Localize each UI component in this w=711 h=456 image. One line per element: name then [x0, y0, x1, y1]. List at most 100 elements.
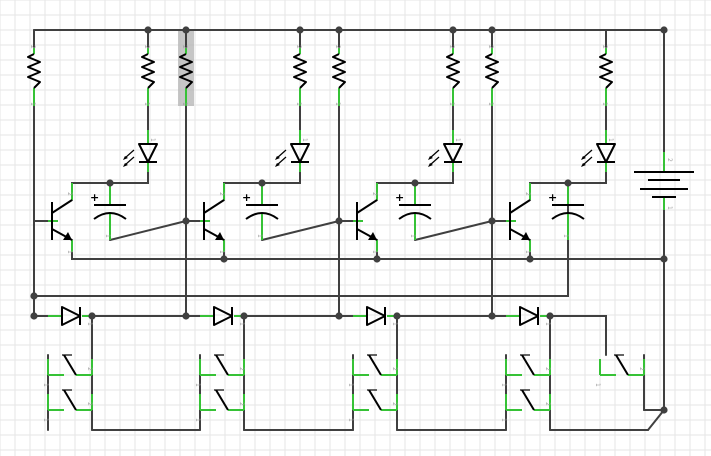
pin-label-1: 1	[347, 418, 354, 422]
junction-dot	[660, 255, 668, 263]
button-actuator	[215, 354, 229, 376]
capacitor-curved-plate	[245, 212, 279, 220]
resistor-zigzag	[27, 53, 41, 89]
led-ray	[429, 156, 440, 166]
led-ray-head	[123, 156, 128, 160]
wire[interactable]	[71, 239, 665, 260]
stage-3-led[interactable]: 1	[428, 130, 463, 172]
stage-4-button-a[interactable]: 12	[500, 354, 551, 387]
pin-label-1: 1	[143, 102, 150, 106]
junction-dot	[335, 217, 343, 225]
stage-4-transistor[interactable]: 21	[506, 183, 531, 254]
stage-4-led-resistor[interactable]: 21	[599, 45, 613, 106]
led-ray	[276, 156, 287, 166]
stage-1-led[interactable]: 1	[123, 130, 158, 172]
stage-4-base-resistor[interactable]: 21	[485, 45, 499, 106]
junction-dot	[488, 312, 496, 320]
stage-3-led-resistor[interactable]: 21	[446, 45, 460, 106]
stage-3-button-b[interactable]: 12	[347, 389, 398, 422]
stage-4-button-b[interactable]: 12	[500, 389, 551, 422]
resistor-zigzag	[141, 53, 155, 89]
wire[interactable]	[549, 315, 607, 356]
pin-label-1: 1	[607, 138, 614, 142]
stage-1-base-resistor[interactable]: 21	[27, 45, 41, 106]
pin-label: 2	[218, 192, 225, 196]
junction-dot	[296, 26, 304, 34]
pin-label-2: 2	[29, 45, 36, 49]
button-actuator	[368, 354, 382, 376]
pin-label-1: 1	[500, 418, 507, 422]
button-actuator	[215, 389, 229, 411]
junction-dot	[526, 255, 534, 263]
button-actuator	[368, 389, 382, 411]
led-ray-head	[428, 163, 433, 167]
stage-2-led[interactable]: 1	[275, 130, 310, 172]
led-triangle	[596, 143, 616, 163]
stage-1-button-b[interactable]: 12	[42, 389, 93, 422]
transistor-arrow	[63, 232, 72, 240]
stage-2-capacitor[interactable]: +1	[242, 183, 279, 240]
pin-label-2: 2	[391, 402, 398, 406]
resistor-zigzag	[485, 53, 499, 89]
junction-dot	[220, 255, 228, 263]
led-triangle	[138, 143, 158, 163]
junction-dot	[30, 292, 38, 300]
pin-label: 1	[218, 250, 225, 254]
junction-dot	[258, 179, 266, 187]
wire[interactable]	[261, 220, 340, 241]
junction-dot	[564, 179, 572, 187]
capacitor-polarity: +	[395, 191, 404, 204]
stage-3-capacitor[interactable]: +1	[395, 183, 432, 240]
capacitor-polarity: +	[90, 191, 99, 204]
battery-icon[interactable]: 21	[634, 152, 694, 210]
stage-3-transistor[interactable]: 21	[353, 183, 378, 254]
pin-label-1: 1	[194, 418, 201, 422]
pin-label-2: 2	[638, 367, 645, 371]
pin-label-2: 2	[238, 367, 245, 371]
stage-2-button-b[interactable]: 12	[194, 389, 245, 422]
stage-2-diode[interactable]: 1	[200, 306, 245, 326]
junction-dot	[660, 26, 668, 34]
pin-label-1: 1	[544, 322, 551, 326]
pin-label-1: 1	[454, 138, 461, 142]
resistor-zigzag	[293, 53, 307, 89]
pin-label-2: 2	[86, 367, 93, 371]
led-ray-head	[428, 156, 433, 160]
resistor-zigzag	[332, 53, 346, 89]
led-ray	[276, 149, 287, 159]
stage-1-led-resistor[interactable]: 21	[141, 45, 155, 106]
stage-1-button-a[interactable]: 12	[42, 354, 93, 387]
stage-2-base-resistor[interactable]: 21	[179, 45, 193, 106]
stage-2-led-resistor[interactable]: 21	[293, 45, 307, 106]
stage-3-base-resistor[interactable]: 21	[332, 45, 346, 106]
stage-3-diode[interactable]: 1	[353, 306, 398, 326]
wire[interactable]	[647, 209, 665, 431]
stage-4-capacitor[interactable]: +1	[548, 183, 585, 240]
reset-button[interactable]: 12	[594, 354, 645, 387]
pin-label-1: 1	[594, 383, 601, 387]
stage-1-transistor[interactable]: 21	[48, 183, 73, 254]
led-ray	[429, 149, 440, 159]
stage-2-button-a[interactable]: 12	[194, 354, 245, 387]
stage-1-diode[interactable]: 1	[48, 306, 93, 326]
resistor-zigzag	[446, 53, 460, 89]
button-actuator	[63, 354, 77, 376]
pin-label-1: 1	[301, 138, 308, 142]
stage-4-diode[interactable]: 1	[506, 306, 551, 326]
junction-dot	[106, 179, 114, 187]
wire[interactable]	[414, 220, 493, 241]
stage-4-led[interactable]: 1	[581, 130, 616, 172]
stage-2-transistor[interactable]: 21	[200, 183, 225, 254]
pin-label-1: 1	[295, 102, 302, 106]
transistor-collector	[356, 199, 378, 214]
diode-triangle	[519, 306, 539, 326]
resistor-zigzag	[179, 53, 193, 89]
pin-label: 1	[524, 250, 531, 254]
transistor-collector	[509, 199, 531, 214]
wire[interactable]	[109, 220, 187, 241]
stage-1-capacitor[interactable]: +1	[90, 183, 127, 240]
led-ray-head	[581, 156, 586, 160]
pin-label-1: 1	[256, 234, 263, 238]
stage-3-button-a[interactable]: 12	[347, 354, 398, 387]
